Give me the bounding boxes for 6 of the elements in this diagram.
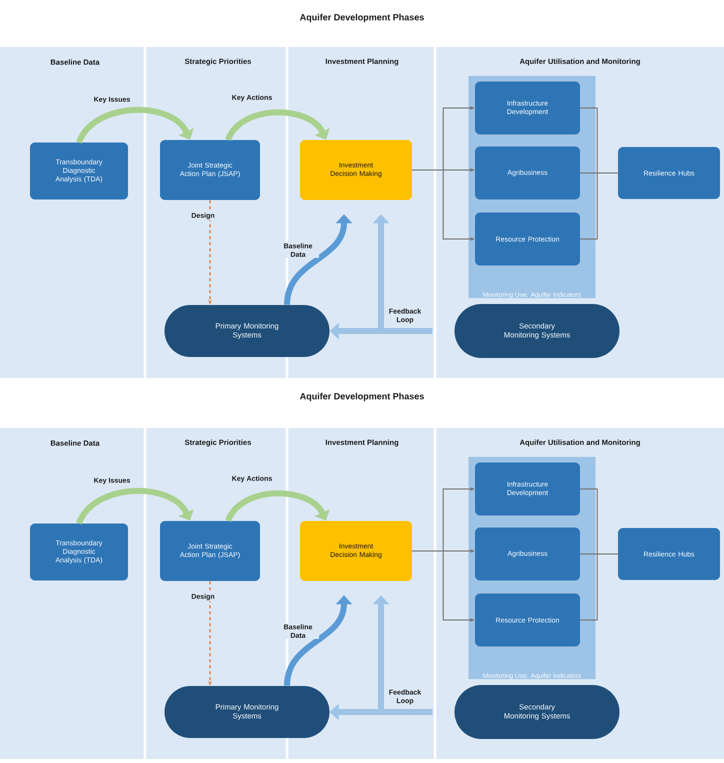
arrow — [225, 490, 330, 522]
title: Aquifer Development Phases — [300, 392, 424, 402]
arrow — [76, 488, 194, 525]
arrow — [225, 109, 330, 142]
arrow — [76, 107, 194, 144]
title: Aquifer Development Phases — [300, 14, 424, 22]
